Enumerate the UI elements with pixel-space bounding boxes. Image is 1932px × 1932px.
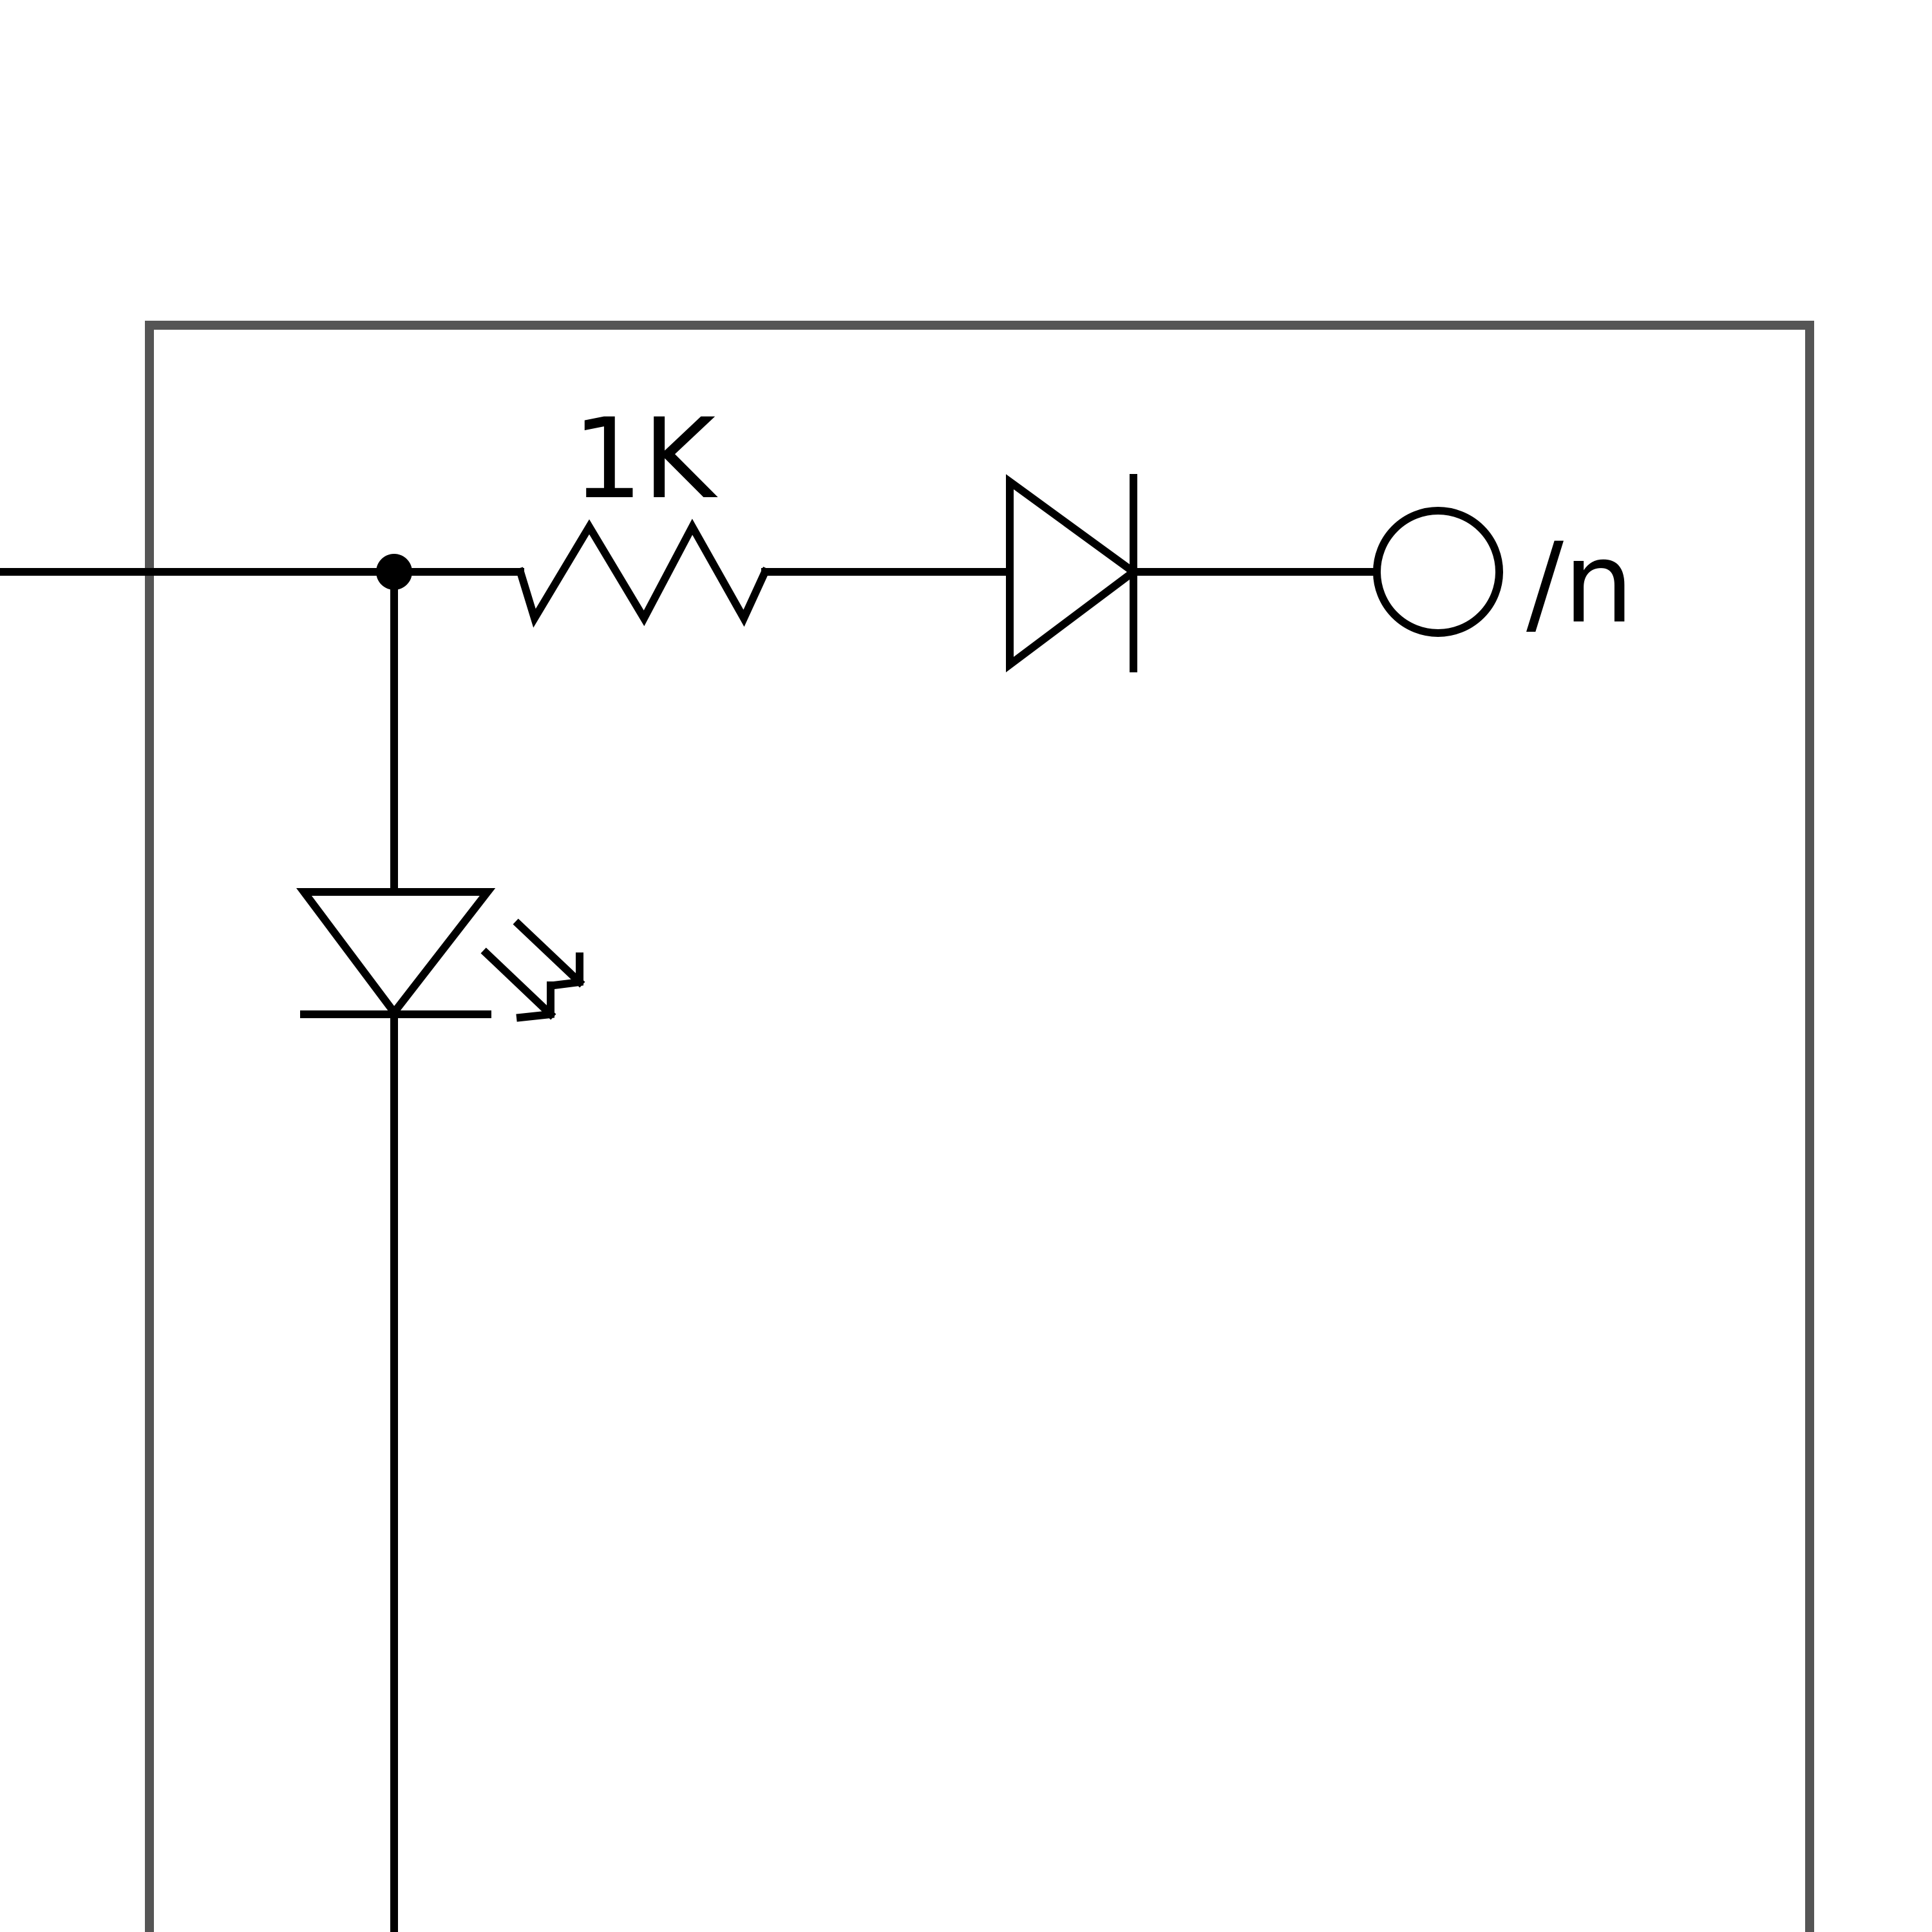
resistor-label: 1K [573, 394, 718, 524]
led-light-arrows-icon [480, 918, 585, 1022]
enclosure-frame [145, 321, 1814, 1932]
resistor-symbol [515, 518, 770, 628]
led-triangle [296, 888, 496, 1019]
light-arrow-shaft-upper [513, 918, 585, 988]
terminal-circle [1373, 507, 1503, 637]
junction-dot [376, 554, 412, 590]
circuit-lines [0, 474, 1503, 1932]
enclosure-outline [145, 321, 1814, 1932]
light-arrow-shaft-lower [480, 947, 556, 1020]
diode-triangle [1006, 474, 1141, 672]
terminal-label: /n [1526, 518, 1634, 648]
light-arrow-head-lower [516, 981, 554, 1022]
light-arrow-head-upper [549, 952, 583, 990]
